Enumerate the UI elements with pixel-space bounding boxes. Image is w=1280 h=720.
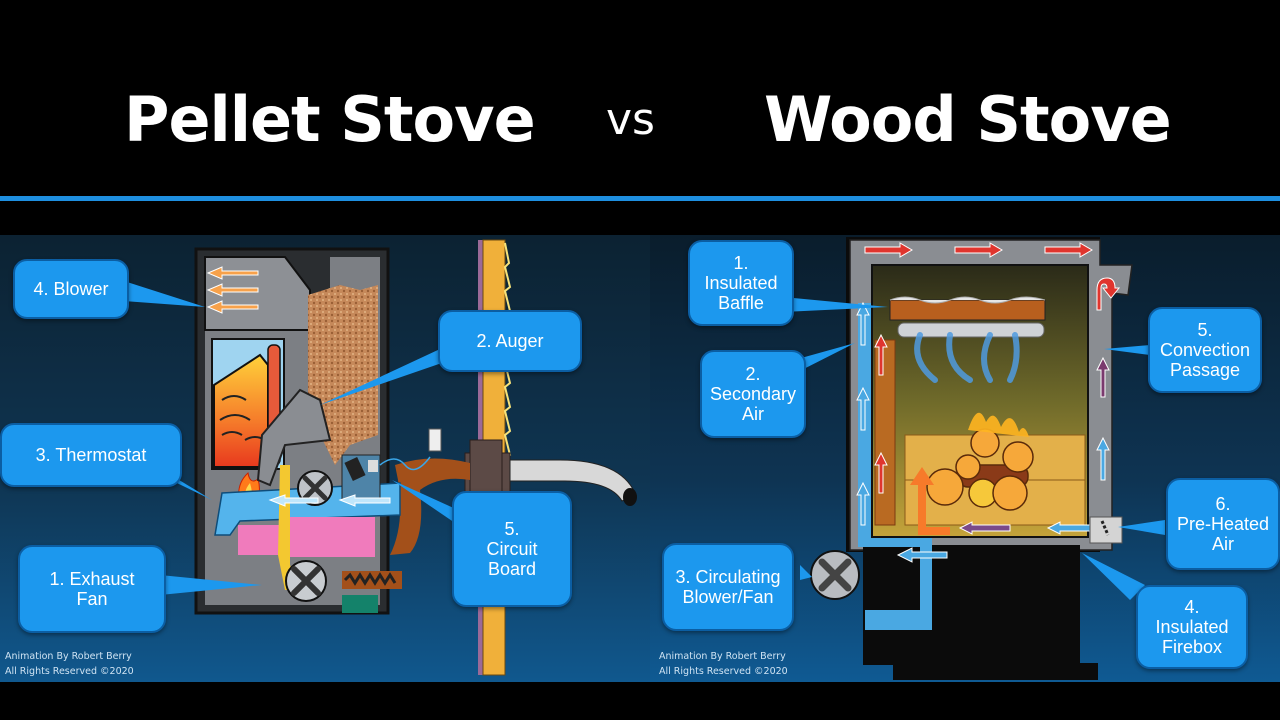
label-insulated-baffle: 1. Insulated Baffle [688, 240, 794, 326]
pellet-credit: Animation By Robert Berry All Rights Res… [5, 651, 134, 677]
wood-stove-panel: 1. Insulated Baffle 2. Secondary Air 3. … [650, 235, 1280, 682]
label-exhaust-fan: 1. Exhaust Fan [18, 545, 166, 633]
vs-separator: vs [606, 94, 655, 145]
bottom-black-bar [0, 682, 1280, 720]
pellet-stove-panel: 4. Blower 2. Auger 3. Thermostat 1. Exha… [0, 235, 650, 682]
label-secondary-air: 2. Secondary Air [700, 350, 806, 438]
label-circulating-blower: 3. Circulating Blower/Fan [662, 543, 794, 631]
wood-stove-diagram [762, 237, 1165, 680]
warm-air-arrows-icon [206, 266, 259, 314]
label-auger: 2. Auger [438, 310, 582, 372]
wood-stove-title: Wood Stove [764, 83, 1172, 156]
title-header: Pellet Stove vs Wood Stove [0, 0, 1280, 196]
exhaust-vent-pipe [390, 439, 637, 555]
label-thermostat: 3. Thermostat [0, 423, 182, 487]
label-pre-heated-air: 6. Pre-Heated Air [1166, 478, 1280, 570]
wood-credit: Animation By Robert Berry All Rights Res… [659, 651, 788, 677]
pellet-stove-title: Pellet Stove [124, 83, 536, 156]
pellet-stove-body [194, 247, 442, 615]
label-convection-passage: 5. Convection Passage [1148, 307, 1262, 393]
label-insulated-firebox: 4. Insulated Firebox [1136, 585, 1248, 669]
blue-divider-line [0, 196, 1280, 201]
pellet-stove-diagram [124, 239, 637, 676]
label-circuit-board: 5. Circuit Board [452, 491, 572, 607]
label-blower: 4. Blower [13, 259, 129, 319]
